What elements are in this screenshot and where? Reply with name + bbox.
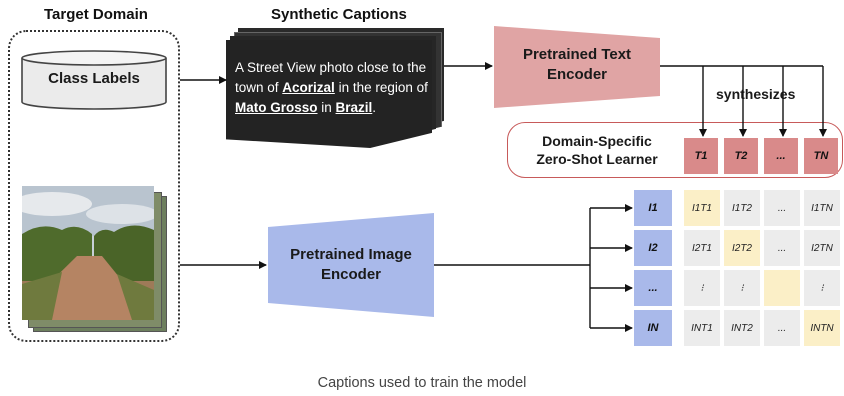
- synthesizes-label: synthesizes: [716, 86, 796, 102]
- figure-caption: Captions used to train the model: [317, 375, 527, 391]
- zero-shot-learner-box: [507, 122, 843, 178]
- matrix-cell: ⁝: [724, 270, 760, 306]
- synthetic-captions-header: Synthetic Captions: [271, 6, 407, 23]
- caption-region: Mato Grosso: [235, 100, 318, 115]
- matrix-cell: ⁝: [804, 270, 840, 306]
- text-embedding-cell: T1: [684, 138, 718, 174]
- matrix-cell: I2TN: [804, 230, 840, 266]
- class-labels-label: Class Labels: [48, 70, 140, 87]
- matrix-cell: I2T2: [724, 230, 760, 266]
- matrix-cell: ⁝: [684, 270, 720, 306]
- matrix-cell: INTN: [804, 310, 840, 346]
- caption-country: Brazil: [335, 100, 373, 115]
- image-embedding-cell: I2: [634, 230, 672, 266]
- matrix-cell: I2T1: [684, 230, 720, 266]
- text-embedding-cell: ...: [764, 138, 798, 174]
- matrix-cell: INT2: [724, 310, 760, 346]
- class-labels-database-icon: [21, 50, 167, 110]
- matrix-cell: I1T1: [684, 190, 720, 226]
- matrix-cell: ...: [764, 230, 800, 266]
- matrix-cell: I1T2: [724, 190, 760, 226]
- matrix-cell: ...: [764, 190, 800, 226]
- caption-town: Acorizal: [282, 80, 335, 95]
- image-embedding-cell: ...: [634, 270, 672, 306]
- similarity-matrix: I1T1 I1T2 ... I1TN I2T1 I2T2 ... I2TN ⁝ …: [682, 190, 842, 346]
- matrix-cell: I1TN: [804, 190, 840, 226]
- image-encoder-shape: [268, 213, 434, 317]
- text-encoder-shape: [494, 26, 660, 108]
- matrix-cell: INT1: [684, 310, 720, 346]
- image-embedding-cell: IN: [634, 310, 672, 346]
- street-view-photo: [22, 186, 154, 320]
- matrix-cell: ...: [764, 310, 800, 346]
- text-embedding-cell: TN: [804, 138, 838, 174]
- text-embedding-cell: T2: [724, 138, 758, 174]
- caption-card: [226, 40, 432, 148]
- target-domain-header: Target Domain: [44, 6, 148, 23]
- image-embedding-cell: I1: [634, 190, 672, 226]
- matrix-cell: [764, 270, 800, 306]
- synthetic-caption-text: A Street View photo close to the town of…: [235, 60, 428, 115]
- target-domain-container: [8, 30, 180, 342]
- text-embedding-row: T1 T2 ... TN: [682, 138, 842, 174]
